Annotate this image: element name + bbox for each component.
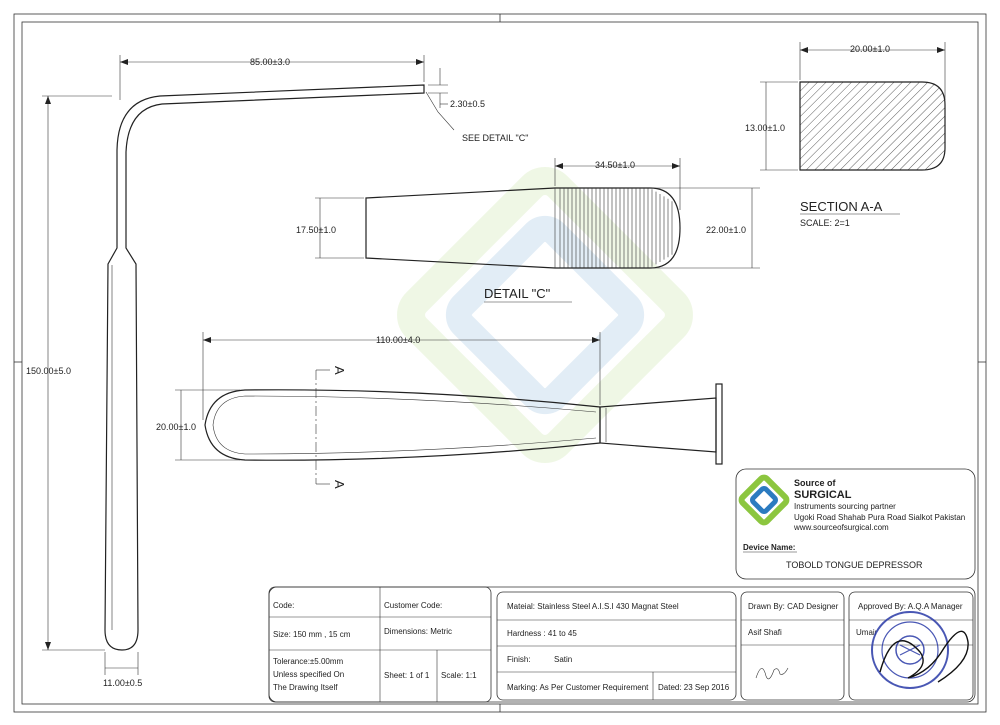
- tb-hardness: Hardness : 41 to 45: [507, 629, 577, 638]
- top-view: 110.00±4.0 20.00±1.0 A A: [156, 332, 723, 489]
- dim-detail-right-height: 22.00±1.0: [706, 225, 746, 235]
- tb-drawer-name: Asif Shafi: [748, 628, 782, 637]
- tb-code: Code:: [273, 601, 294, 610]
- drawer-signature: [755, 667, 789, 680]
- title-block: [268, 586, 976, 703]
- company-address: Ugoki Road Shahab Pura Road Sialkot Paki…: [794, 513, 965, 522]
- dim-section-width: 20.00±1.0: [850, 44, 890, 54]
- side-view: 85.00±3.0 2.30±0.5 SEE DETAIL "C" 150.00…: [26, 55, 528, 688]
- tb-finish-label: Finish:: [507, 655, 531, 664]
- dim-detail-left-height: 17.50±1.0: [296, 225, 336, 235]
- tb-drawn-by: Drawn By: CAD Designer: [748, 602, 839, 611]
- tb-size: Size: 150 mm , 15 cm: [273, 630, 351, 639]
- detail-c-title: DETAIL "C": [484, 286, 551, 301]
- dim-tip-thickness: 2.30±0.5: [450, 99, 485, 109]
- tb-scale: Scale: 1:1: [441, 671, 477, 680]
- tb-tolerance-2: Unless specified On: [273, 670, 344, 679]
- see-detail-label: SEE DETAIL "C": [462, 133, 528, 143]
- detail-c-view: 34.50±1.0 17.50±1.0 22.00±1.0 DETAIL "C": [296, 158, 760, 303]
- company-box: [735, 468, 976, 580]
- cut-marker-top: A: [332, 366, 347, 375]
- dim-overall-length: 150.00±5.0: [26, 366, 71, 376]
- top-view-flange: [715, 383, 723, 465]
- section-a-a-view: 20.00±1.0 13.00±1.0 SECTION A-A SCALE: 2…: [745, 42, 946, 228]
- tb-dated: Dated: 23 Sep 2016: [658, 683, 730, 692]
- approval-stamp: [871, 611, 949, 689]
- cut-marker-bottom: A: [332, 480, 347, 489]
- tb-sheet: Sheet: 1 of 1: [384, 671, 430, 680]
- tb-marking: Marking: As Per Customer Requirement: [507, 683, 649, 692]
- dim-top-length: 85.00±3.0: [250, 57, 290, 67]
- tb-customer-code: Customer Code:: [384, 601, 442, 610]
- section-scale: SCALE: 2=1: [800, 218, 850, 228]
- tb-tolerance-3: The Drawing Itself: [273, 683, 338, 692]
- company-name-2: SURGICAL: [794, 489, 852, 501]
- device-name: TOBOLD TONGUE DEPRESSOR: [786, 560, 923, 570]
- dim-detail-serration: 34.50±1.0: [595, 160, 635, 170]
- tb-finish-value: Satin: [554, 655, 572, 664]
- tb-dimensions: Dimensions: Metric: [384, 627, 452, 636]
- dim-handle-height: 20.00±1.0: [156, 422, 196, 432]
- dim-handle-width: 11.00±0.5: [103, 678, 142, 688]
- approver-signature: [879, 630, 969, 683]
- dim-section-height: 13.00±1.0: [745, 123, 785, 133]
- company-logo-icon: [738, 474, 790, 526]
- tb-approved-by: Approved By: A.Q.A Manager: [858, 602, 963, 611]
- company-name-1: Source of: [794, 478, 837, 488]
- company-tagline: Instruments sourcing partner: [794, 502, 896, 511]
- company-website: www.sourceofsurgical.com: [793, 523, 889, 532]
- dim-handle-length: 110.00±4.0: [376, 335, 420, 345]
- tb-tolerance-1: Tolerance:±5.00mm: [273, 657, 344, 666]
- device-name-label: Device Name:: [743, 543, 795, 552]
- tb-approver-name: Umair: [856, 628, 878, 637]
- tb-material: Mateial: Stainless Steel A.I.S.I 430 Mag…: [507, 602, 679, 611]
- section-title: SECTION A-A: [800, 199, 883, 214]
